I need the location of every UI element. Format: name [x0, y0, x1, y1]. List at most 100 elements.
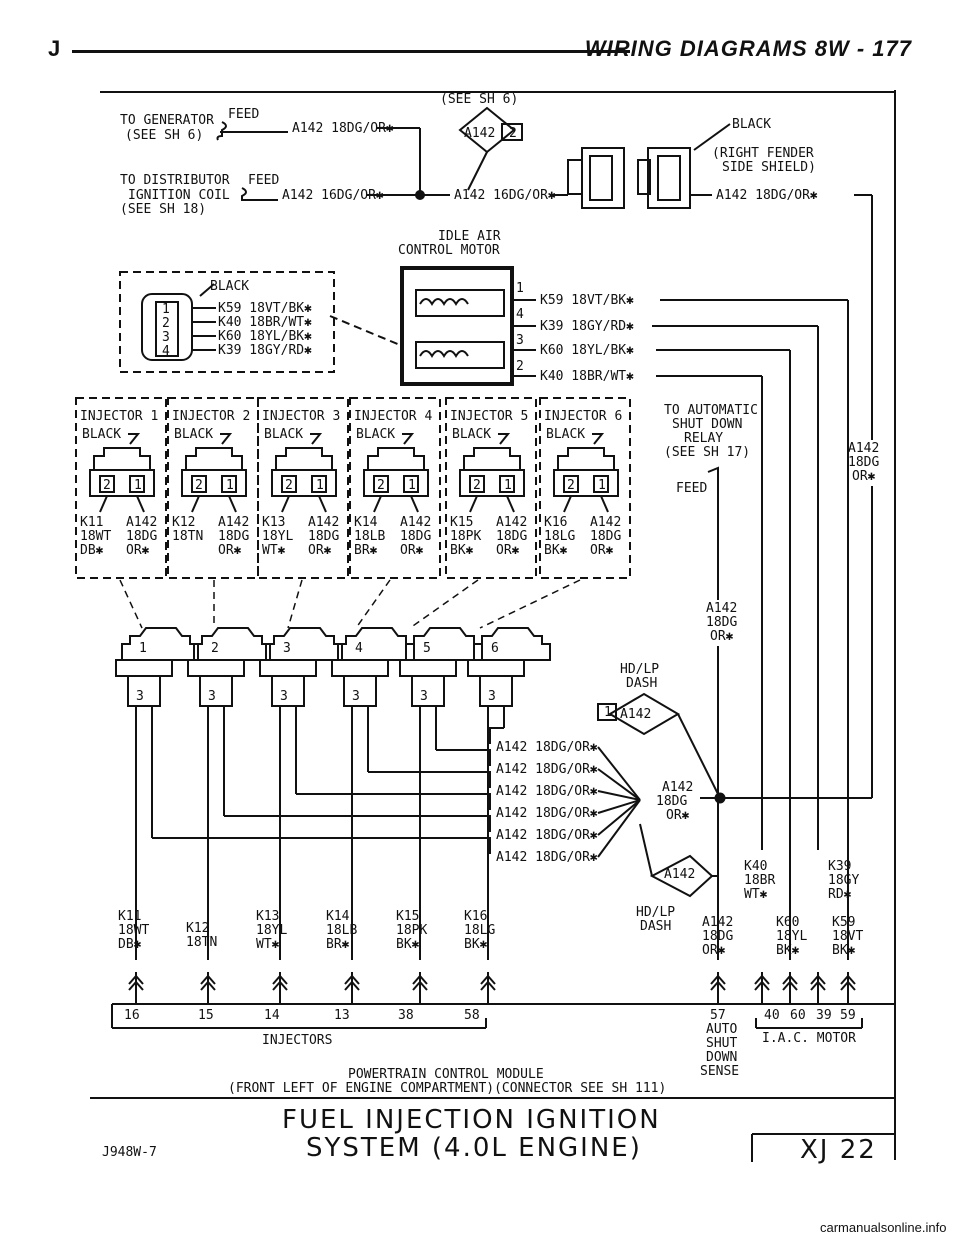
injector-body-5: 53	[399, 627, 483, 960]
pcm-pin-38: 38	[398, 1008, 414, 1023]
splice-conn-num: 1	[604, 705, 612, 720]
splice-feed-6: A142 18DG/OR✱	[496, 850, 598, 865]
header-letter: J	[48, 36, 61, 61]
bottom-wire-label: K11	[118, 909, 141, 924]
injector-black: BLACK	[264, 427, 303, 442]
pin-1-wire	[410, 495, 419, 513]
splice-top-lead	[677, 713, 721, 799]
side-wire-2: 18DG	[848, 455, 879, 470]
injector-wire-a-line: BK✱	[544, 543, 568, 558]
dist-feed-label: FEED	[248, 173, 279, 188]
iac-motor-wire-4: K40 18BR/WT✱	[540, 369, 634, 384]
splice-feed-line	[296, 793, 491, 810]
right-wire-label: A142 18DG/OR✱	[716, 188, 818, 203]
pin-1-box	[403, 475, 419, 493]
pcm-asd-pin: 57	[710, 1008, 726, 1023]
pin-2-label: 2	[103, 478, 111, 493]
injector-connector-top	[185, 447, 243, 471]
pin-1-box	[129, 475, 145, 493]
injector-wire-b-line: 18DG	[590, 529, 621, 544]
wire-connector-icon	[754, 972, 770, 1004]
injector-wire-b-line: OR✱	[590, 543, 614, 558]
dist-label-1: TO DISTRIBUTOR	[120, 173, 230, 188]
wire-connector-icon	[344, 972, 360, 1004]
splice-feed-5: A142 18DG/OR✱	[496, 828, 598, 843]
injector-name: INJECTOR 5	[450, 409, 528, 424]
gen-label-2: (SEE SH 6)	[125, 128, 203, 143]
splice-converge-line	[597, 799, 641, 858]
pin-2-box	[563, 475, 579, 493]
iac-conn-wire-2: K40 18BR/WT✱	[218, 315, 312, 330]
injector-wire-b-line: 18DG	[400, 529, 431, 544]
injector-name: INJECTOR 4	[354, 409, 432, 424]
footer-title-1: FUEL INJECTION IGNITION	[282, 1105, 661, 1135]
pcm-pin-58: 58	[464, 1008, 480, 1023]
pin-2-label: 2	[473, 478, 481, 493]
pcm-asd-1: AUTO	[706, 1022, 737, 1037]
pin-2-label: 2	[195, 478, 203, 493]
bottom-wire-label: 18WT	[118, 923, 149, 938]
injector-leader-1	[119, 579, 143, 629]
splice-converge-line	[597, 746, 641, 801]
injector-wire-a-line: WT✱	[262, 543, 286, 558]
bottom-wire-label: K60	[776, 915, 799, 930]
pcm-location: (FRONT LEFT OF ENGINE COMPARTMENT)(CONNE…	[228, 1081, 666, 1096]
injector-wire-a-line: K13	[262, 515, 285, 530]
injector-wire-b-line: 18DG	[126, 529, 157, 544]
bottom-wire-label: 18TN	[186, 935, 217, 950]
asd-label-4: (SEE SH 17)	[664, 445, 750, 460]
pin-1-box	[593, 475, 609, 493]
injector-body-shank	[127, 675, 161, 707]
injector-body-number: 6	[491, 641, 499, 656]
splice-feed-line	[436, 749, 491, 766]
iac-label-2: CONTROL MOTOR	[398, 243, 500, 258]
injector-body-shank	[343, 675, 377, 707]
injector-connector-body	[89, 469, 155, 497]
connector-right-tab	[637, 159, 651, 195]
iac-motor-wire-1: K59 18VT/BK✱	[540, 293, 634, 308]
splice-converge-line	[597, 799, 641, 836]
injector-connector-top	[557, 447, 615, 471]
injector-connector-top	[463, 447, 521, 471]
iac-conn-black: BLACK	[210, 279, 249, 294]
gen-feed-label: FEED	[228, 107, 259, 122]
dist-wire-label: A142 16DG/OR✱	[282, 188, 384, 203]
iac-motor-wire-3: K60 18YL/BK✱	[540, 343, 634, 358]
bottom-wire-label: BK✱	[776, 943, 800, 958]
injector-wire-b-line: OR✱	[496, 543, 520, 558]
pcm-iac-label: I.A.C. MOTOR	[762, 1031, 856, 1046]
injector-black: BLACK	[174, 427, 213, 442]
splice-feed-line	[368, 771, 491, 788]
mid-wire-3: OR✱	[710, 629, 734, 644]
header-rule	[72, 50, 630, 53]
splice-bottom-a142: A142	[664, 867, 695, 882]
pcm-pin-16: 16	[124, 1008, 140, 1023]
pin-2-label: 2	[285, 478, 293, 493]
injector-body-glyph: 3	[352, 689, 360, 704]
bottom-wire-label: BR✱	[326, 937, 350, 952]
top-splice-dot	[415, 190, 425, 200]
side-wire-1: A142	[848, 441, 879, 456]
bottom-wire-label: 18DG	[702, 929, 733, 944]
pcm-name: POWERTRAIN CONTROL MODULE	[348, 1067, 544, 1082]
injector-wire-b-line: A142	[126, 515, 157, 530]
iac-motor-pin-1: 1	[516, 281, 524, 296]
wire-connector-icon	[782, 972, 798, 1004]
pin-2-label: 2	[567, 478, 575, 493]
gen-wire-label: A142 18DG/OR✱	[292, 121, 394, 136]
injector-body-number: 2	[211, 641, 219, 656]
injector-body-glyph: 3	[488, 689, 496, 704]
injector-wire-b-line: OR✱	[218, 543, 242, 558]
injector-wire-b-line: A142	[218, 515, 249, 530]
injector-wire-a-line: DB✱	[80, 543, 104, 558]
splice-feed-4: A142 18DG/OR✱	[496, 806, 598, 821]
injector-wire-a-line: K14	[354, 515, 378, 530]
bottom-wire-label: 18GY	[828, 873, 859, 888]
iac-connector-body	[141, 293, 193, 361]
injector-wire-b-line: A142	[400, 515, 431, 530]
asd-feed-arrow	[707, 466, 719, 474]
injector-body-number: 4	[355, 641, 363, 656]
splice-feed-line	[489, 727, 504, 744]
